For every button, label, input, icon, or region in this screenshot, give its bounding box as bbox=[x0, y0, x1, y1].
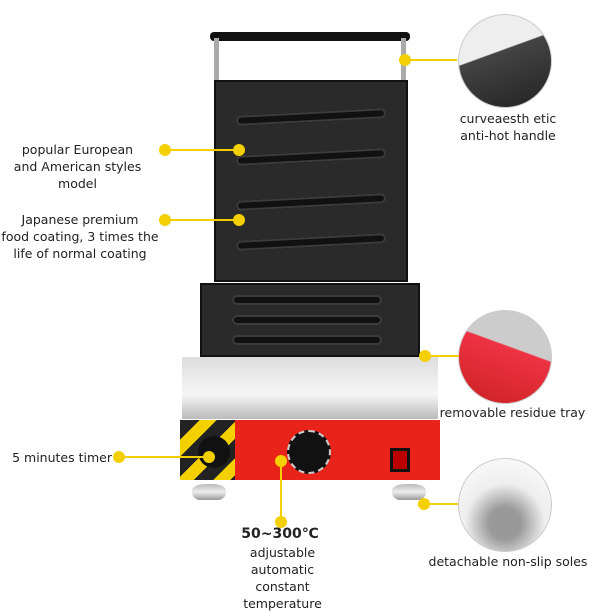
steel-body bbox=[182, 357, 438, 419]
handle-bar bbox=[210, 32, 410, 41]
tray-detail-image bbox=[458, 310, 552, 404]
tray-label: removable residue tray bbox=[439, 405, 586, 420]
timer-knob[interactable] bbox=[198, 436, 230, 468]
temperature-title: 50~300℃ bbox=[241, 526, 319, 542]
temperature-label: adjustable automatic constant temperatur… bbox=[243, 545, 322, 611]
soles-label: detachable non-slip soles bbox=[428, 554, 588, 569]
sole-detail-image bbox=[458, 458, 552, 552]
power-switch[interactable] bbox=[390, 448, 410, 472]
handle-label: curveaesth etic anti-hot handle bbox=[459, 111, 557, 143]
upper-plate bbox=[214, 80, 408, 282]
temperature-knob[interactable] bbox=[287, 430, 331, 474]
timer-label: 5 minutes timer bbox=[12, 450, 112, 465]
lower-plate bbox=[200, 283, 420, 357]
handle-detail-image bbox=[458, 14, 552, 108]
control-panel bbox=[180, 420, 440, 480]
style-label: popular European and American styles mod… bbox=[13, 142, 142, 191]
coating-label: Japanese premium food coating, 3 times t… bbox=[1, 212, 159, 261]
